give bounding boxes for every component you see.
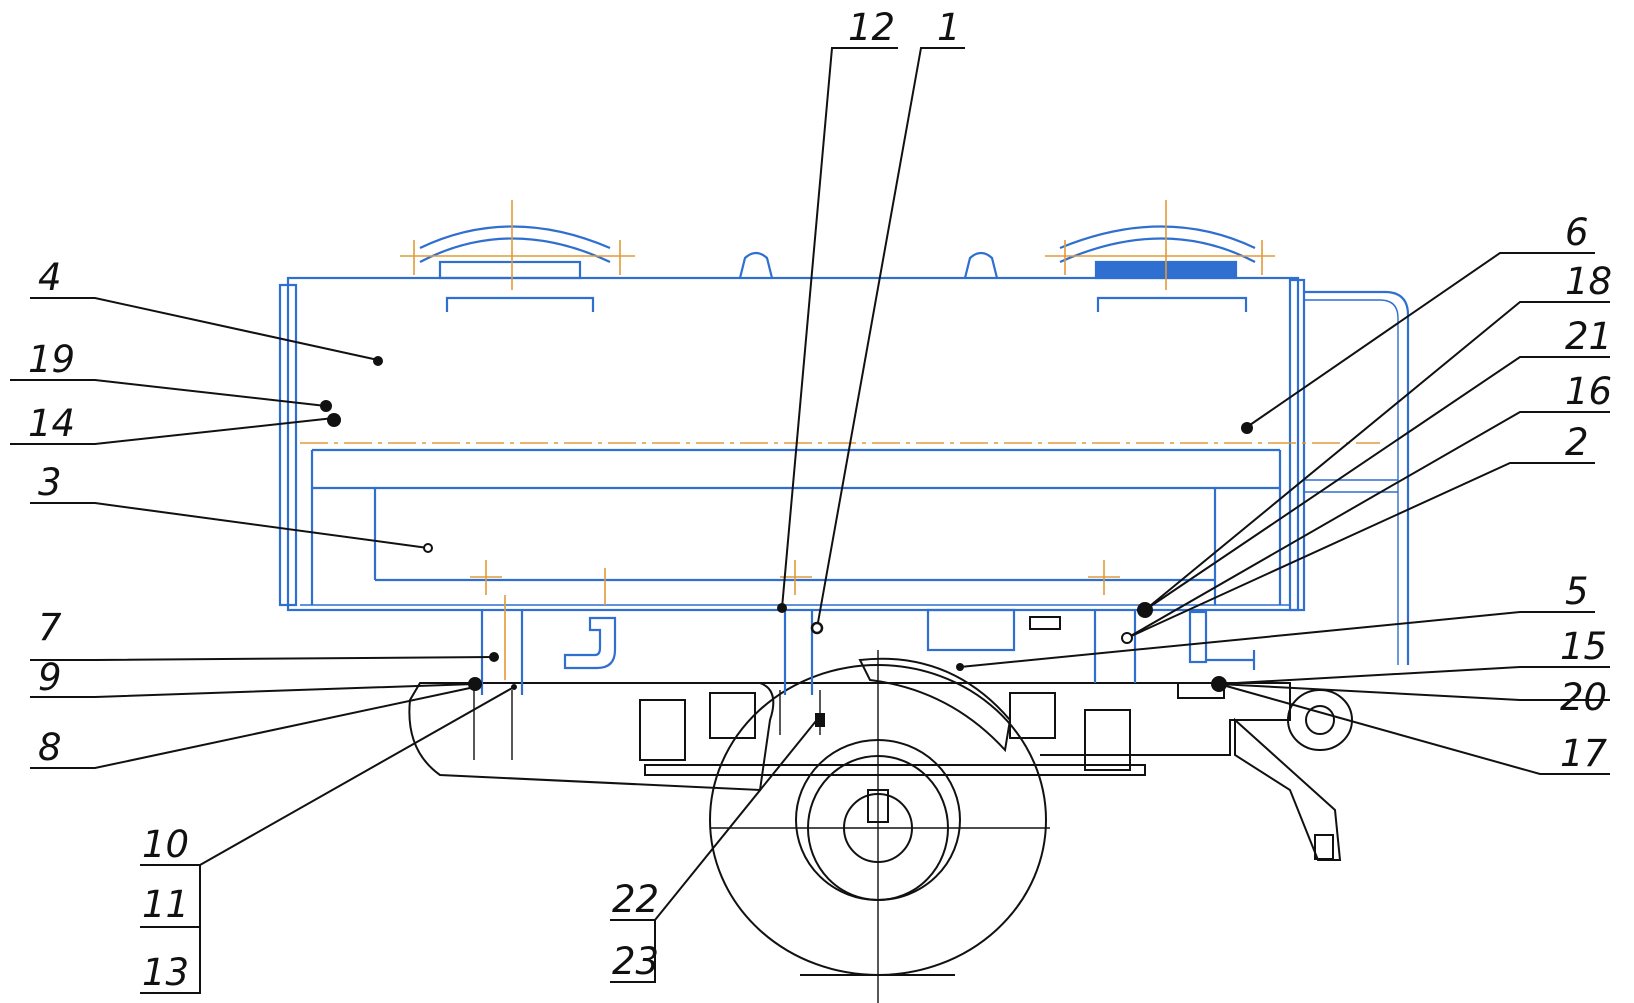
callout-11: 11: [142, 883, 189, 926]
callout-22: 22: [612, 878, 659, 921]
tank-supports: [470, 560, 1256, 760]
callout-9: 9: [38, 656, 62, 699]
callout-18: 18: [1565, 260, 1612, 303]
callout-4: 4: [38, 256, 62, 299]
callout-16: 16: [1565, 370, 1612, 413]
callout-1: 1: [937, 6, 961, 49]
callout-8: 8: [38, 726, 62, 769]
callout-23: 23: [612, 940, 659, 983]
callout-labels: 4 19 14 3 7 9 8 10 11 13 12 1 22 23 6 18…: [28, 6, 1612, 994]
callout-19: 19: [28, 338, 75, 381]
callout-17: 17: [1560, 732, 1608, 775]
callout-3: 3: [38, 461, 62, 504]
callout-15: 15: [1560, 625, 1607, 668]
frame-and-suspension: [408, 682, 1353, 861]
callout-21: 21: [1565, 315, 1612, 358]
callout-20: 20: [1560, 676, 1607, 719]
callout-7: 7: [38, 606, 62, 649]
callout-14: 14: [28, 402, 75, 445]
callout-6: 6: [1565, 211, 1589, 254]
tank-body: [278, 276, 1410, 665]
callout-12: 12: [848, 6, 895, 49]
callout-10: 10: [142, 823, 189, 866]
callout-13: 13: [142, 951, 189, 994]
callout-2: 2: [1565, 421, 1589, 464]
leader-lines: [10, 47, 1610, 994]
manholes-and-rails: [400, 200, 1275, 312]
marker-dots: [320, 356, 1253, 727]
wheel-assembly: [709, 650, 1050, 1003]
callout-5: 5: [1565, 570, 1589, 613]
